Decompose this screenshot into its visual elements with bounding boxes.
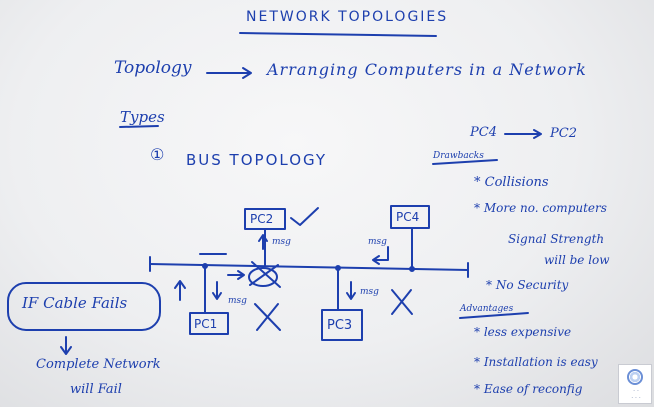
- bus-item-label: BUS TOPOLOGY: [186, 151, 328, 169]
- transfer-from: PC4: [470, 125, 497, 140]
- transfer-arrow-icon: [504, 129, 542, 139]
- msg-label-pc4: msg: [368, 237, 387, 247]
- advantage-item: * Installation is easy: [474, 355, 598, 369]
- collision-cross: [249, 261, 281, 288]
- msg-arrow-right-icon: [227, 270, 245, 280]
- msg-label-pc2: msg: [272, 237, 291, 247]
- drawback-item: * No Security: [486, 278, 569, 292]
- transfer-to: PC2: [550, 126, 577, 141]
- cable-fails-text: IF Cable Fails: [22, 294, 128, 312]
- cable-fails-box: [7, 282, 161, 331]
- definition-meaning: Arranging Computers in a Network: [267, 60, 587, 79]
- pc3-box: [321, 309, 363, 341]
- types-heading: Types: [120, 108, 165, 126]
- types-underline: [119, 125, 159, 128]
- pc4-msg-arrow-icon: [372, 246, 389, 265]
- drawback-item: * Collisions: [474, 175, 549, 190]
- msg-label-pc3: msg: [360, 287, 379, 297]
- failure-result-line1: Complete Network: [36, 357, 161, 372]
- msg-arrow-up-pc2-icon: [258, 234, 268, 250]
- title-underline: [239, 32, 437, 37]
- pc1-label: PC1: [194, 317, 218, 331]
- channel-logo: · ·· · ·: [618, 364, 652, 404]
- drawbacks-underline: [432, 159, 498, 165]
- definition-arrow-icon: [206, 67, 252, 79]
- advantages-heading: Advantages: [460, 304, 514, 314]
- advantage-item: * Ease of reconfig: [474, 382, 583, 396]
- pc4-label: PC4: [396, 210, 420, 224]
- collision-circle: [248, 267, 278, 287]
- drawback-item: will be low: [544, 253, 610, 267]
- pc2-label: PC2: [250, 212, 274, 226]
- pc3-down-arrow-icon: [346, 281, 356, 300]
- up-arrow-icon: [174, 280, 186, 301]
- pc3-tap: [335, 265, 341, 271]
- pc3-cross-icon: [391, 289, 413, 315]
- pc4-tap: [409, 266, 415, 272]
- bus-item-number: ①: [150, 145, 165, 164]
- pc3-label: PC3: [327, 318, 353, 333]
- pc4-box: [390, 205, 430, 229]
- logo-ring-icon: [627, 369, 643, 385]
- pc1-box: [189, 312, 229, 335]
- failure-result-line2: will Fail: [70, 382, 122, 397]
- check-mark-icon: [290, 207, 319, 226]
- definition-term: Topology: [114, 58, 192, 78]
- msg-label-pc1: msg: [228, 296, 247, 306]
- drawback-item: * More no. computers: [474, 201, 607, 215]
- failure-down-arrow-icon: [60, 336, 72, 355]
- bus-cable: [149, 263, 469, 271]
- logo-mark-icon: · ·· · ·: [631, 388, 641, 402]
- pc1-cross-icon: [254, 303, 281, 331]
- drawback-item: Signal Strength: [508, 232, 605, 246]
- drawbacks-heading: Drawbacks: [433, 151, 484, 161]
- advantage-item: * less expensive: [474, 325, 572, 339]
- page-title: NETWORK TOPOLOGIES: [246, 9, 449, 25]
- advantages-underline: [459, 312, 529, 319]
- pc1-down-arrow-icon: [212, 281, 222, 300]
- pc1-tap: [202, 263, 208, 269]
